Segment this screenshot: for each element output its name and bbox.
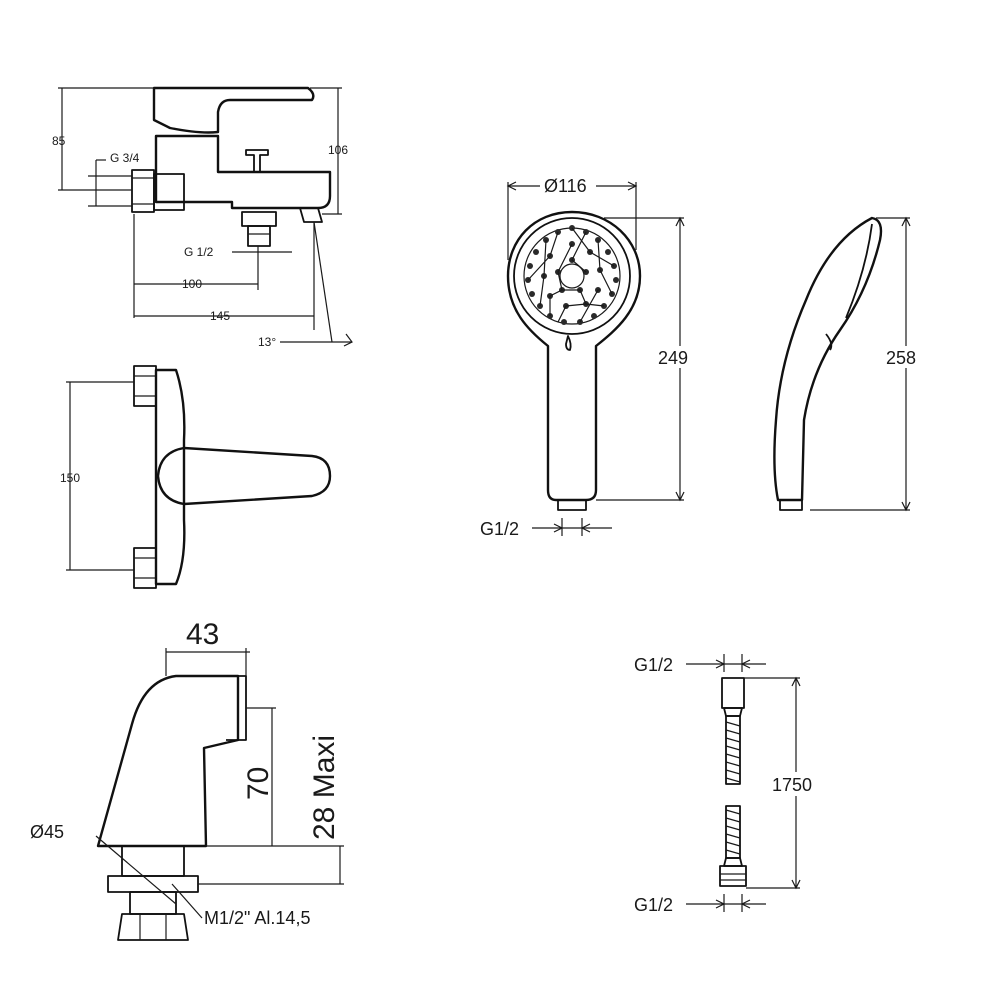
shower-outlet	[241, 211, 277, 227]
hose-view: G1/2 1750 G1/2	[634, 654, 824, 915]
hose-bottom-fitting	[719, 865, 747, 887]
dim-150: 150	[60, 471, 80, 485]
dim-dia-116: Ø116	[544, 176, 587, 196]
dim-g12-mixer: G 1/2	[184, 245, 214, 259]
inlet-body	[153, 173, 185, 211]
top-lever-outline	[156, 446, 332, 506]
dim-g12-hose-top: G1/2	[634, 655, 673, 675]
dim-85: 85	[52, 134, 66, 148]
pillar-support-view: 43 70 28 Maxi Ø45 M1/2" Al.14,5	[30, 618, 344, 941]
handshower-side-outline	[773, 216, 883, 502]
dim-g34: G 3/4	[110, 151, 140, 165]
dim-dia-45: Ø45	[30, 822, 64, 842]
handshower-front-view: Ø116 249 G1/2	[480, 172, 700, 539]
dim-28-maxi: 28 Maxi	[308, 735, 341, 840]
handshower-fitting	[557, 499, 587, 511]
pillar-threaded-rod	[129, 891, 177, 915]
dim-249: 249	[658, 348, 688, 368]
dim-70: 70	[242, 767, 275, 800]
dim-100: 100	[182, 277, 202, 291]
inlet-nut	[131, 169, 155, 213]
top-connector-lower	[133, 547, 157, 589]
dim-angle-13: 13°	[258, 335, 276, 349]
dim-43: 43	[186, 618, 219, 651]
mixer-body-outline	[154, 134, 332, 210]
hose-top-fitting	[721, 677, 745, 709]
dim-145: 145	[210, 309, 230, 323]
dim-258: 258	[886, 348, 916, 368]
mixer-top-view: 150	[60, 365, 332, 589]
handshower-side-fitting	[779, 499, 803, 511]
spray-nozzle-pattern	[525, 225, 619, 325]
top-body-outline	[154, 368, 186, 586]
mixer-lever-outline	[152, 86, 315, 134]
diverter-knob	[245, 149, 269, 173]
pillar-body-outline	[96, 674, 240, 848]
handshower-side-view: 258	[773, 216, 926, 512]
dim-thread-m12: M1/2" Al.14,5	[204, 908, 310, 928]
dim-106: 106	[328, 143, 348, 157]
dim-g12-hose-bottom: G1/2	[634, 895, 673, 915]
pillar-base-nut	[121, 845, 185, 877]
dim-g12-handshower: G1/2	[480, 519, 519, 539]
spout-outlet	[299, 207, 323, 223]
dim-1750: 1750	[772, 775, 812, 795]
mixer-side-view: 85 106 G 3/4 G 1/2 100 145 13°	[52, 86, 353, 349]
top-connector-upper	[133, 365, 157, 407]
